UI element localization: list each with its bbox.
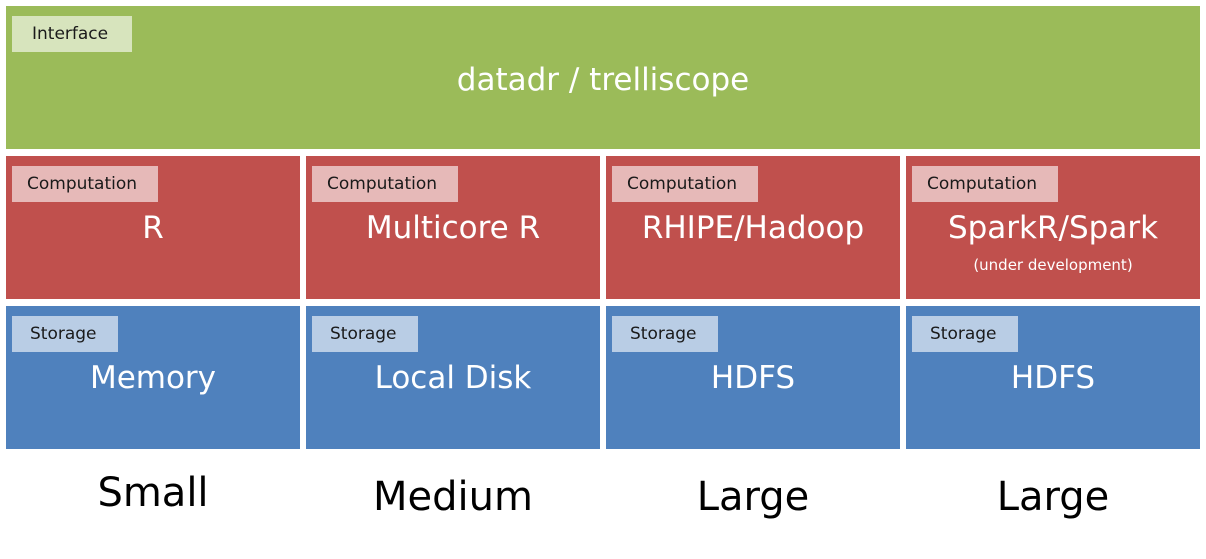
storage-block-hdfs: Storage HDFS (606, 306, 900, 449)
computation-tag: Computation (312, 166, 458, 202)
computation-note: (under development) (973, 256, 1133, 274)
computation-block-rhipe-hadoop: Computation RHIPE/Hadoop (606, 156, 900, 299)
computation-tag: Computation (12, 166, 158, 202)
interface-tag: Interface (12, 16, 132, 52)
data-size-label: Small (97, 470, 209, 516)
storage-block-memory: Storage Memory (6, 306, 300, 449)
storage-label: HDFS (1010, 360, 1096, 396)
storage-tag: Storage (12, 316, 118, 352)
computation-block-sparkr-spark: Computation SparkR/Spark (under developm… (906, 156, 1200, 299)
computation-label: SparkR/Spark (947, 210, 1159, 246)
computation-tag: Computation (612, 166, 758, 202)
data-size-label: Large (996, 474, 1110, 520)
data-size-label: Medium (373, 474, 533, 520)
computation-block-r: Computation R (6, 156, 300, 299)
computation-label: RHIPE/Hadoop (641, 210, 865, 246)
storage-tag: Storage (612, 316, 718, 352)
computation-tag: Computation (912, 166, 1058, 202)
data-size-label: Large (696, 474, 810, 520)
computation-block-multicore-r: Computation Multicore R (306, 156, 600, 299)
storage-label: HDFS (710, 360, 796, 396)
storage-tag: Storage (912, 316, 1018, 352)
storage-label: Memory (89, 360, 217, 396)
computation-label: Multicore R (365, 210, 541, 246)
storage-label: Local Disk (374, 360, 532, 396)
storage-block-local-disk: Storage Local Disk (306, 306, 600, 449)
computation-label: R (142, 210, 164, 246)
storage-tag: Storage (312, 316, 418, 352)
interface-title: datadr / trelliscope (456, 62, 750, 98)
interface-layer: Interface datadr / trelliscope (6, 6, 1200, 149)
storage-block-hdfs: Storage HDFS (906, 306, 1200, 449)
